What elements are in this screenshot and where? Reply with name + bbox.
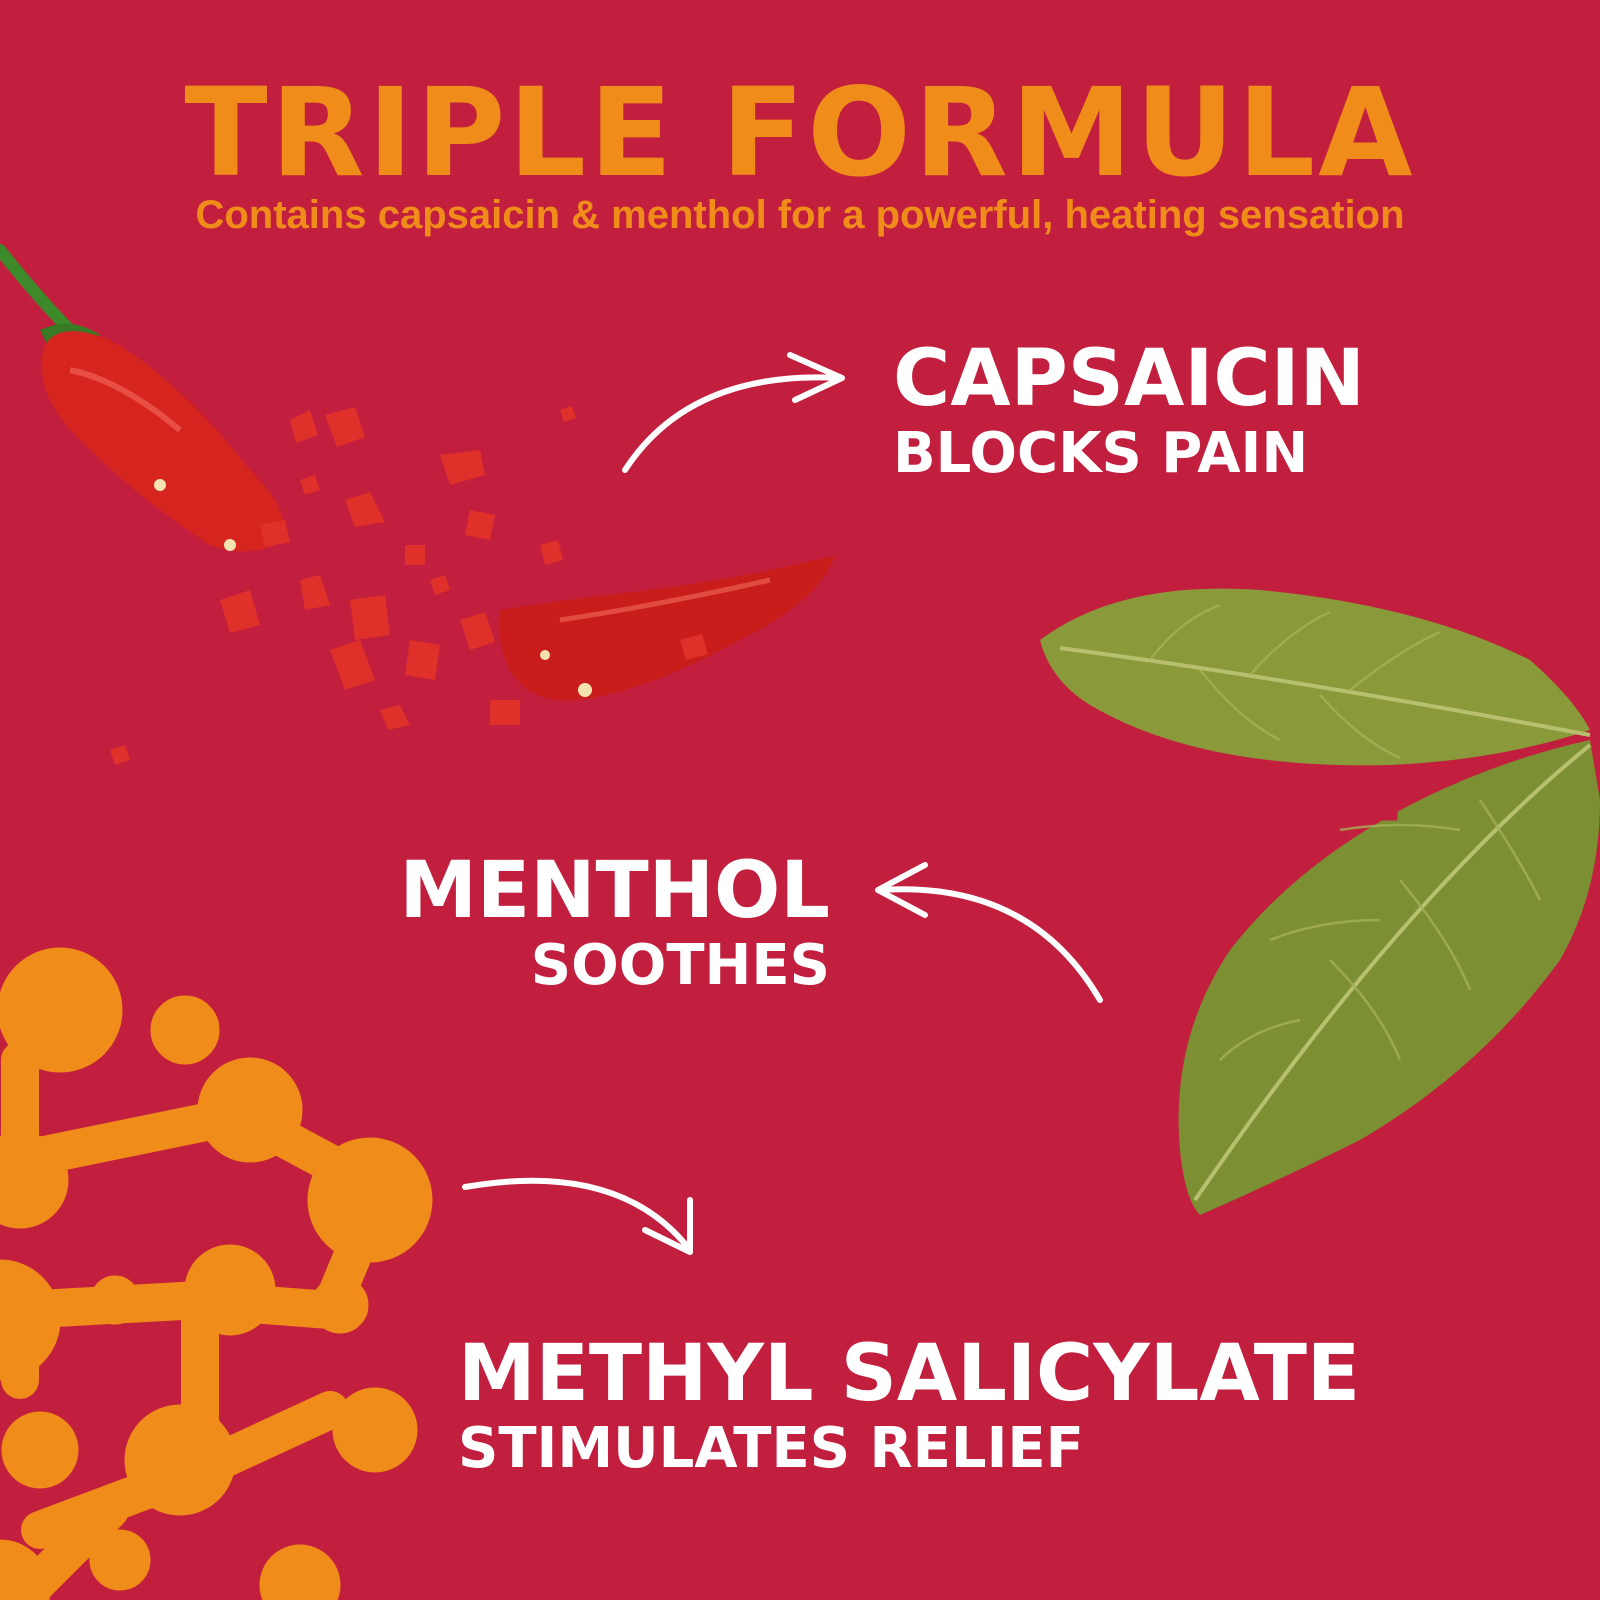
ingredient-benefit: STIMULATES RELIEF xyxy=(458,1416,1084,1481)
ingredient-benefit: SOOTHES xyxy=(530,933,830,998)
ingredient-methyl-salicylate: METHYL SALICYLATE STIMULATES RELIEF xyxy=(458,1335,1360,1477)
page-subtitle: Contains capsaicin & menthol for a power… xyxy=(195,193,1405,237)
ingredient-capsaicin: CAPSAICIN BLOCKS PAIN xyxy=(893,340,1365,482)
ingredient-benefit: BLOCKS PAIN xyxy=(893,421,1309,486)
ingredient-name: METHYL SALICYLATE xyxy=(458,1329,1361,1419)
ingredient-name: MENTHOL xyxy=(399,846,830,936)
ingredient-name: CAPSAICIN xyxy=(893,334,1365,424)
ingredient-menthol: MENTHOL SOOTHES xyxy=(350,852,830,994)
page-title: TRIPLE FORMULA xyxy=(184,62,1416,204)
